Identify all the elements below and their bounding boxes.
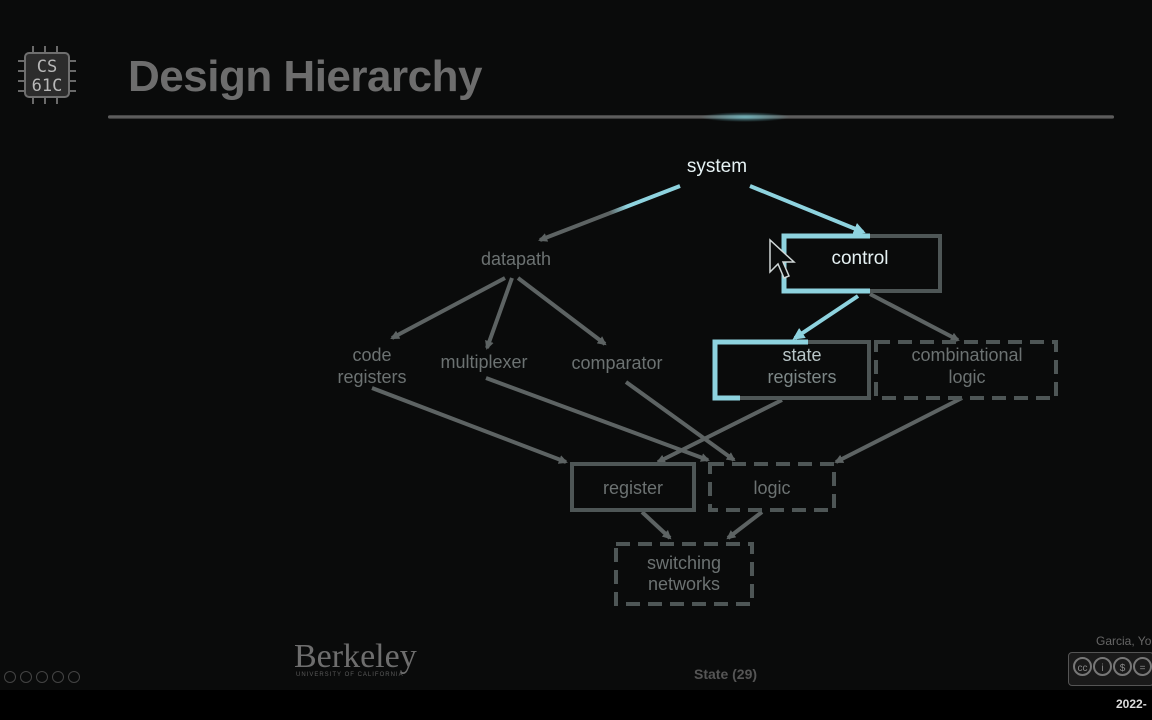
- node-system: system: [686, 156, 748, 177]
- node-control: control: [831, 248, 889, 269]
- mouse-cursor-icon: [769, 238, 796, 279]
- cc-icon: cc: [1073, 657, 1092, 676]
- edge-system-control: [749, 184, 866, 235]
- title-underline: [108, 115, 1114, 119]
- edge-combinational-logic-logic: [834, 396, 963, 464]
- slide-navigation-controls[interactable]: [4, 670, 84, 684]
- cs61c-logo: CS 61C: [18, 46, 78, 104]
- edge-system-datapath: [538, 184, 681, 242]
- cc-nc-icon: $: [1113, 657, 1132, 676]
- node-logic: logic: [753, 478, 791, 498]
- hierarchy-diagram: [371, 184, 1058, 606]
- slide: CS 61C Design Hierarchy: [0, 0, 1152, 690]
- logo-line-1: CS: [36, 57, 58, 77]
- nav-last-icon[interactable]: [68, 671, 80, 683]
- edge-state-registers-register: [656, 398, 783, 464]
- node-combinational-logic: combinational logic: [911, 345, 1023, 387]
- edge-datapath-multiplexer: [485, 277, 514, 350]
- box-logic: [708, 462, 836, 512]
- cc-by-icon: i: [1093, 657, 1112, 676]
- cc-nd-icon: =: [1133, 657, 1152, 676]
- nav-next-icon[interactable]: [52, 671, 64, 683]
- edge-control-state-registers: [792, 294, 860, 340]
- node-datapath: datapath: [480, 249, 552, 269]
- node-multiplexer: multiplexer: [440, 352, 528, 372]
- box-register: [570, 462, 696, 512]
- logo-chip: CS 61C: [24, 52, 70, 98]
- video-bottom-strip: 2022-: [0, 690, 1152, 720]
- box-switching-networks: [614, 542, 754, 606]
- edge-logic-switching: [726, 510, 764, 540]
- nav-first-icon[interactable]: [4, 671, 16, 683]
- edge-datapath-comparator: [516, 276, 607, 346]
- slide-footer: State (29): [694, 666, 757, 682]
- footer-topic: State: [694, 666, 729, 682]
- edge-datapath-code-registers: [390, 276, 506, 340]
- author-credit: Garcia, Yo: [1096, 634, 1152, 648]
- slide-number: (29): [732, 666, 758, 682]
- slide-title: Design Hierarchy: [128, 52, 482, 101]
- node-switching-networks: switching networks: [646, 553, 722, 594]
- title-underline-glow: [700, 112, 790, 122]
- slide-date: 2022-: [1116, 697, 1147, 711]
- logo-line-2: 61C: [31, 76, 63, 96]
- edge-multiplexer-logic: [485, 376, 710, 462]
- node-state-registers: state registers: [767, 345, 837, 387]
- node-comparator: comparator: [571, 353, 663, 373]
- nav-prev-icon[interactable]: [20, 671, 32, 683]
- node-register: register: [602, 478, 664, 498]
- box-combinational-logic: [874, 340, 1058, 400]
- creative-commons-license-icon: cc i $ =: [1068, 652, 1152, 686]
- edge-control-combinational-logic: [869, 292, 960, 342]
- edge-comparator-logic: [624, 380, 736, 462]
- edge-code-registers-register: [371, 386, 568, 464]
- berkeley-logo: Berkeley: [294, 638, 417, 675]
- edge-register-switching: [640, 510, 672, 540]
- nav-menu-icon[interactable]: [36, 671, 48, 683]
- box-state-registers-highlight: [712, 339, 808, 401]
- berkeley-logo-subtitle: UNIVERSITY OF CALIFORNIA: [296, 672, 404, 678]
- node-code-registers: code registers: [337, 345, 407, 387]
